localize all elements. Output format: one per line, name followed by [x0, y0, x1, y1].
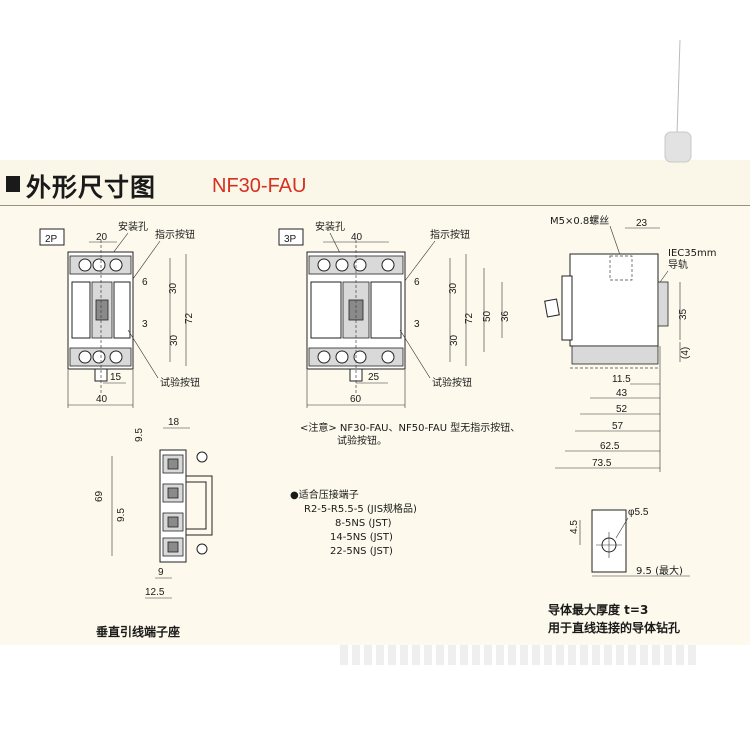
tag-box-2p: [39, 228, 65, 246]
watermark-strip: [340, 645, 700, 665]
drill-caption-2: 用于直线连接的导体钻孔: [547, 620, 680, 635]
dim-tb-18: 18: [168, 417, 180, 428]
page-title: 外形尺寸图: [26, 173, 157, 202]
model-name: NF30-FAU: [212, 175, 307, 197]
dim-3p-25: 25: [368, 372, 380, 383]
dim-2p-30a: 30: [168, 282, 179, 294]
dim-3p-40: 40: [351, 232, 363, 243]
dim-2p-30b: 30: [169, 334, 180, 346]
tag-box-3p: [278, 228, 304, 246]
test-label-2p: 试验按钮: [160, 376, 200, 389]
dim-2p-72: 72: [184, 312, 195, 324]
dim-3p-30b: 30: [449, 334, 460, 346]
note-line-2: 试验按钮。: [337, 434, 387, 447]
antenna-decoration: [664, 40, 692, 163]
dim-side-35: 35: [678, 308, 689, 320]
drill-hole-view: 4.5 φ5.5 9.5 (最大) 导体最大厚度 t=3 用于直线连接的导体钻孔: [547, 507, 690, 635]
dim-side-43: 43: [616, 388, 628, 399]
terminal-item-1: R2-5-R5.5-5 (JIS规格品): [304, 502, 417, 515]
dim-side-4: (4): [680, 347, 691, 359]
dim-drill-9-5: 9.5 (最大): [636, 564, 683, 577]
tag-2p: 2P: [45, 234, 58, 245]
dim-2p-3: 3: [142, 319, 148, 330]
rail-label-1: IEC35mm: [668, 248, 716, 259]
dim-tb-12-5: 12.5: [145, 587, 165, 598]
dim-3p-6: 6: [414, 277, 420, 288]
dim-side-23: 23: [636, 218, 648, 229]
dim-2p-40: 40: [96, 394, 108, 405]
dim-drill-dia: φ5.5: [628, 507, 649, 518]
terminal-block-caption: 垂直引线端子座: [96, 624, 180, 639]
header-band: [0, 160, 750, 206]
screw-label: M5×0.8螺丝: [550, 215, 609, 227]
dim-side-52: 52: [616, 404, 628, 415]
dim-side-11-5: 11.5: [612, 374, 631, 385]
title-bullet-square: [6, 176, 20, 192]
dim-tb-69: 69: [94, 490, 105, 502]
view-2p: 2P 安装孔 指示按钮 20 6 3 30 72 30 15 40: [39, 220, 200, 408]
dim-3p-36: 36: [500, 310, 511, 322]
terminal-block: 18 9.5 69 9.5 9 12.5 垂直引线端子座: [94, 417, 213, 639]
dim-2p-6: 6: [142, 277, 148, 288]
dim-3p-30a: 30: [448, 282, 459, 294]
terminal-item-3: 14-5NS (JST): [330, 532, 393, 543]
dim-tb-9-5a: 9.5: [134, 428, 145, 442]
indicator-label-3p: 指示按钮: [430, 228, 470, 241]
note-line-1: <注意> NF30-FAU、NF50-FAU 型无指示按钮、: [300, 421, 520, 434]
dim-2p-20: 20: [96, 232, 108, 243]
terminal-item-2: 8-5NS (JST): [335, 518, 392, 529]
view-3p: 3P 安装孔 指示按钮 40 6 3 30 72 50 36 30 25: [278, 220, 511, 408]
terminal-item-4: 22-5NS (JST): [330, 546, 393, 557]
rail-label-2: 导轨: [668, 258, 688, 271]
dim-3p-50: 50: [482, 310, 493, 322]
mount-hole-label-3p: 安装孔: [315, 220, 345, 233]
dim-3p-60: 60: [350, 394, 362, 405]
test-label-3p: 试验按钮: [432, 376, 472, 389]
dim-tb-9: 9: [158, 567, 164, 578]
dim-3p-3: 3: [414, 319, 420, 330]
dim-drill-4-5: 4.5: [569, 520, 580, 534]
dim-side-62-5: 62.5: [600, 441, 620, 452]
mount-hole-label-2p: 安装孔: [118, 220, 148, 233]
side-view: M5×0.8螺丝 23 IEC35mm 导轨 35 (4) 11.5 43 52…: [544, 215, 716, 472]
dim-side-73-5: 73.5: [592, 458, 612, 469]
indicator-label-2p: 指示按钮: [155, 228, 195, 241]
side-body: [569, 253, 659, 347]
terminal-heading: ●适合压接端子: [290, 488, 359, 501]
dim-2p-15: 15: [110, 372, 122, 383]
tag-3p: 3P: [284, 234, 297, 245]
dim-tb-9-5b: 9.5: [116, 508, 127, 522]
dim-3p-72: 72: [464, 312, 475, 324]
terminal-list: ●适合压接端子 R2-5-R5.5-5 (JIS规格品) 8-5NS (JST)…: [290, 488, 417, 557]
drill-caption-1: 导体最大厚度 t=3: [548, 602, 648, 617]
header-rule: [0, 205, 750, 206]
dim-side-57: 57: [612, 421, 624, 432]
